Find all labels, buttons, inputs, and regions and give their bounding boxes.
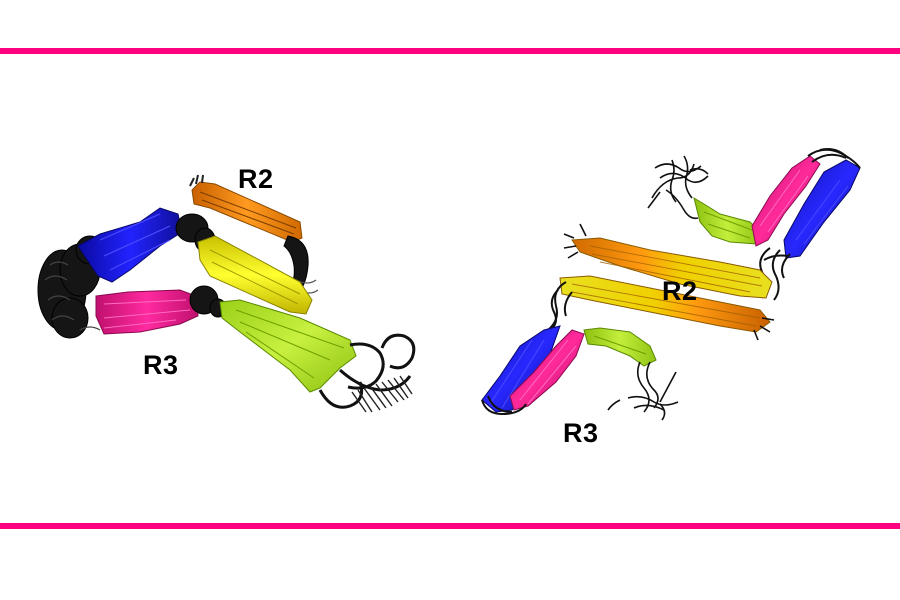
bottom-divider-line: [0, 523, 900, 529]
right-protein-ensemble: [481, 148, 861, 421]
left-r2-label: R2: [238, 164, 274, 194]
right-structure-panel: R2 R3: [450, 0, 900, 600]
right-upper-magenta-strand: [751, 155, 821, 247]
right-r3-label: R3: [563, 418, 599, 448]
right-lower-lime-strand: [583, 327, 657, 367]
right-r2-label: R2: [662, 276, 698, 306]
top-divider-line: [0, 48, 900, 54]
left-protein-ensemble: [37, 174, 416, 413]
right-upper-orange-yellow-strand: [571, 237, 773, 299]
right-upper-blue-strand: [783, 159, 861, 259]
left-structure-panel: R2 R3: [37, 164, 416, 413]
left-r3-label: R3: [143, 350, 179, 380]
left-lime-strand: [219, 299, 357, 393]
left-yellow-strand: [197, 235, 313, 315]
